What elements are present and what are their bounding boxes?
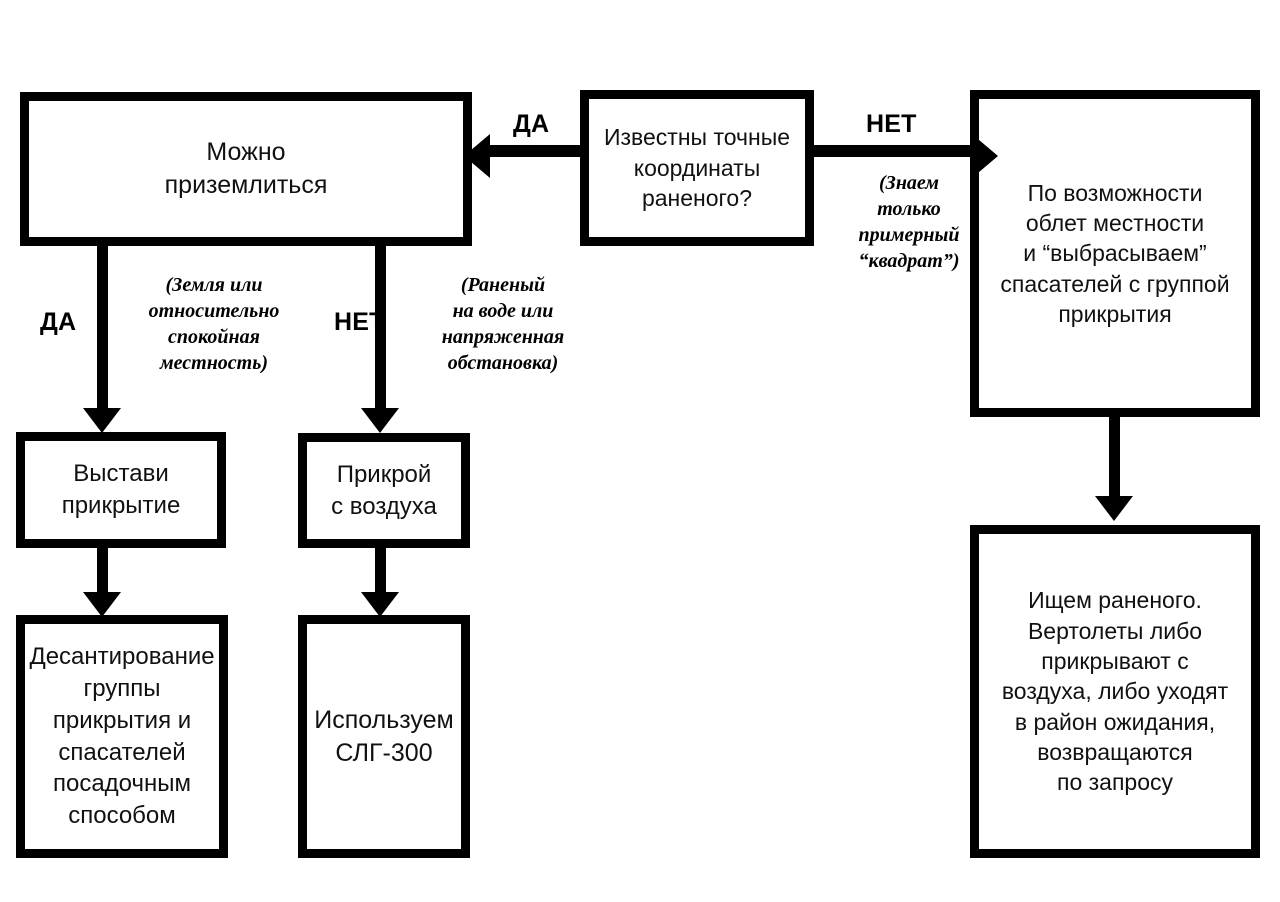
node-landing-drop-label: Десантирование группы прикрытия и спасат…	[29, 643, 215, 829]
node-can-land-label: Можно приземлиться	[164, 138, 328, 199]
node-search-label: Ищем раненого. Вертолеты либо прикрывают…	[1001, 587, 1229, 796]
node-set-cover[interactable]: Выстави прикрытие	[16, 432, 226, 548]
node-question-coordinates[interactable]: Известны точные координаты раненого?	[580, 90, 814, 246]
arrowhead-down-icon	[361, 592, 399, 617]
edge-label-no-middle: НЕТ	[334, 308, 385, 336]
connector-can-land-to-set-cover	[97, 246, 108, 418]
connector-set-cover-to-landing-drop	[97, 548, 108, 598]
edge-label-no-top: НЕТ	[866, 110, 917, 138]
node-air-cover-label: Прикрой с воздуха	[331, 460, 437, 520]
node-use-slg-300[interactable]: Используем СЛГ-300	[298, 615, 470, 858]
edge-label-yes-left: ДА	[40, 308, 77, 336]
edge-label-yes-top: ДА	[513, 110, 550, 138]
node-landing-drop[interactable]: Десантирование группы прикрытия и спасат…	[16, 615, 228, 858]
node-question-label: Известны точные координаты раненого?	[603, 124, 791, 212]
arrowhead-right-icon	[972, 134, 998, 178]
arrowhead-down-icon	[1095, 496, 1133, 521]
connector-air-cover-to-slg	[375, 548, 386, 598]
note-water-or-hostile: (Раненый на воде или напряженная обстано…	[441, 274, 565, 374]
connector-overfly-to-search	[1109, 417, 1120, 501]
node-use-slg-300-label: Используем СЛГ-300	[314, 705, 454, 767]
arrowhead-down-icon	[83, 592, 121, 617]
node-overfly-and-drop[interactable]: По возможности облет местности и “выбрас…	[970, 90, 1260, 417]
connector-can-land-to-air-cover	[375, 246, 386, 418]
arrowhead-left-icon	[464, 134, 490, 178]
arrowhead-down-icon	[83, 408, 121, 433]
note-terrain: (Земля или относительно спокойная местно…	[148, 274, 280, 374]
connector-question-to-can-land	[490, 145, 582, 157]
connector-question-to-overfly	[808, 145, 974, 157]
node-search-wounded[interactable]: Ищем раненого. Вертолеты либо прикрывают…	[970, 525, 1260, 858]
arrowhead-down-icon	[361, 408, 399, 433]
note-approximate-square: (Знаем только примерный “квадрат”)	[858, 172, 960, 272]
node-air-cover[interactable]: Прикрой с воздуха	[298, 433, 470, 548]
node-can-land[interactable]: Можно приземлиться	[20, 92, 472, 246]
node-overfly-label: По возможности облет местности и “выбрас…	[1000, 179, 1230, 328]
node-set-cover-label: Выстави прикрытие	[61, 460, 181, 519]
